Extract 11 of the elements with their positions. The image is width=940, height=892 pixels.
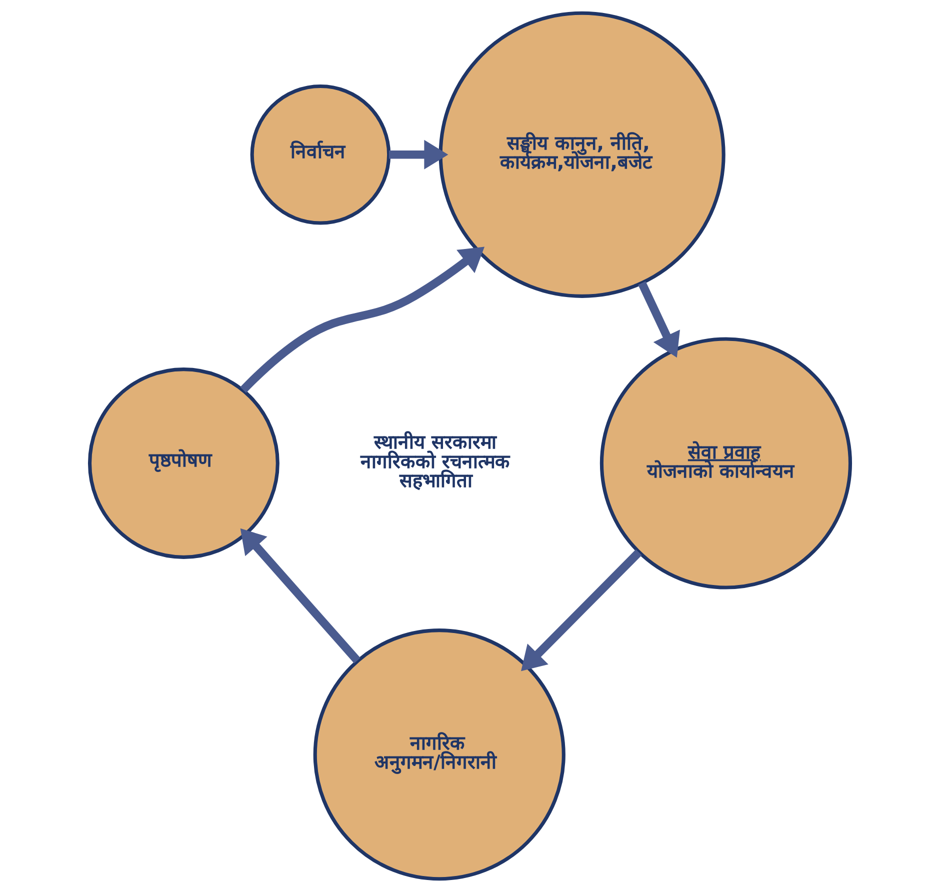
node-circle: निर्वाचन [250,84,391,225]
arrow [638,281,680,358]
node-circle: सेवा प्रवाह योजनाको कार्यान्वयन [600,337,852,590]
label: स्थानीय सरकारमा नागरिकको रचनात्मक सहभागिता [360,432,510,492]
arrow [521,549,642,672]
arrow [388,140,448,170]
arrow [240,528,360,664]
node-circle: सङ्घीय कानुन, नीति, कार्यक्रम,योजना,बजेट [438,11,726,298]
node-circle: पृष्ठपोषण [88,368,280,559]
arrow [240,246,485,393]
node-circle: नागरिक अनुगमन/निगरानी [313,628,566,881]
